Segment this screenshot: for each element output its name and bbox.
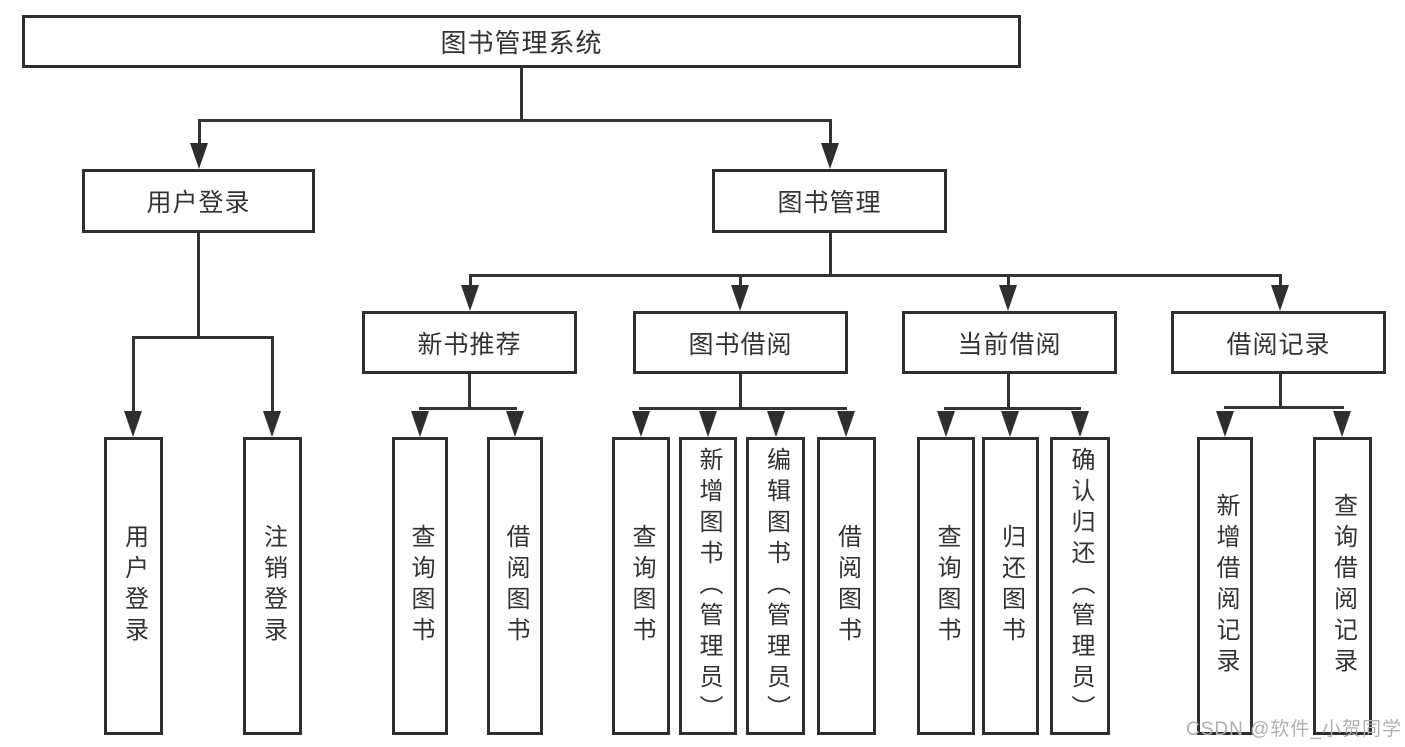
leaf-label: 编辑图书（管理员） [762, 446, 790, 726]
arrowhead-icon [767, 411, 785, 437]
node-label: 图书管理系统 [440, 28, 603, 58]
arrowhead-icon [1071, 411, 1089, 437]
arrowhead-icon [411, 411, 429, 437]
connector-drop [1279, 274, 1282, 288]
arrowhead-icon [1001, 411, 1019, 437]
connector-drop-user-login [198, 119, 201, 147]
node-label: 借阅记录 [1226, 330, 1331, 359]
leaf-query-borrow-record: 查询借阅记录 [1313, 437, 1372, 735]
arrowhead-icon [1216, 411, 1234, 437]
arrowhead-icon [937, 411, 955, 437]
leaf-label: 新增借阅记录 [1212, 493, 1239, 679]
leaf-borrow-books-2: 借阅图书 [817, 437, 876, 735]
leaf-label: 用户登录 [120, 524, 148, 648]
leaf-label: 借阅图书 [502, 524, 529, 648]
arrowhead-icon [263, 411, 281, 437]
arrowhead-icon [124, 411, 142, 437]
connector-new-book-stem [468, 374, 471, 410]
leaf-return-book: 归还图书 [982, 437, 1039, 735]
arrowhead-icon [731, 285, 749, 311]
leaf-label: 归还图书 [997, 524, 1025, 648]
node-library-system: 图书管理系统 [22, 15, 1021, 68]
leaf-add-borrow-record: 新增借阅记录 [1197, 437, 1253, 735]
node-user-login: 用户登录 [82, 169, 315, 233]
leaf-query-books-2: 查询图书 [612, 437, 670, 735]
leaf-edit-book-admin: 编辑图书（管理员） [746, 437, 805, 735]
connector-drop-book-mgmt [829, 119, 832, 147]
node-borrow-record: 借阅记录 [1171, 311, 1386, 374]
leaf-label: 查询图书 [628, 524, 655, 648]
connector-new-book-rail [419, 407, 517, 410]
node-label: 用户登录 [146, 189, 251, 217]
node-label: 新书推荐 [417, 330, 522, 359]
leaf-label: 查询借阅记录 [1329, 493, 1357, 679]
node-book-borrow: 图书借阅 [633, 311, 848, 374]
connector-drop [469, 274, 472, 288]
arrowhead-icon [1333, 411, 1351, 437]
connector-borrow-record-stem [1279, 374, 1282, 409]
connector-drop [1007, 274, 1010, 288]
leaf-label: 注销登录 [259, 524, 287, 648]
arrowhead-icon [999, 285, 1017, 311]
connector-book-mgmt-stem [829, 233, 832, 277]
connector-drop [271, 336, 274, 414]
node-book-management: 图书管理 [712, 169, 947, 233]
connector-current-borrow-rail [944, 407, 1081, 410]
connector-root-stem [520, 68, 523, 120]
arrowhead-icon [821, 143, 839, 169]
arrowhead-icon [1271, 285, 1289, 311]
leaf-label: 查询图书 [407, 524, 434, 648]
leaf-query-books-3: 查询图书 [917, 437, 975, 735]
arrowhead-icon [190, 143, 208, 169]
leaf-user-login: 用户登录 [104, 437, 163, 735]
connector-borrow-record-rail [1224, 406, 1344, 409]
arrowhead-icon [461, 285, 479, 311]
node-label: 图书借阅 [688, 330, 793, 359]
arrowhead-icon [699, 411, 717, 437]
connector-current-borrow-stem [1007, 374, 1010, 410]
leaf-add-book-admin: 新增图书（管理员） [679, 437, 737, 735]
leaf-label: 新增图书（管理员） [695, 446, 722, 726]
arrowhead-icon [506, 411, 524, 437]
leaf-label: 借阅图书 [833, 524, 861, 648]
csdn-watermark: CSDN @软件_小贺同学 [1186, 719, 1402, 740]
connector-book-mgmt-rail [469, 274, 1282, 277]
leaf-label: 确认归还（管理员） [1067, 446, 1094, 726]
node-current-borrow: 当前借阅 [902, 311, 1117, 374]
leaf-label: 查询图书 [933, 524, 960, 648]
leaf-logout: 注销登录 [243, 437, 302, 735]
node-label: 图书管理 [777, 189, 882, 217]
connector-book-borrow-stem [739, 374, 742, 410]
arrowhead-icon [632, 411, 650, 437]
node-new-book-recommend: 新书推荐 [362, 311, 577, 374]
connector-drop [132, 336, 135, 414]
arrowhead-icon [837, 411, 855, 437]
connector-drop [739, 274, 742, 288]
leaf-borrow-books-1: 借阅图书 [487, 437, 543, 735]
connector-user-login-rail [132, 336, 274, 339]
connector-user-login-stem [197, 233, 200, 339]
leaf-confirm-return-admin: 确认归还（管理员） [1050, 437, 1110, 735]
connector-book-borrow-rail [639, 407, 847, 410]
connector-root-rail [198, 119, 832, 122]
leaf-query-books-1: 查询图书 [392, 437, 448, 735]
node-label: 当前借阅 [957, 330, 1062, 359]
